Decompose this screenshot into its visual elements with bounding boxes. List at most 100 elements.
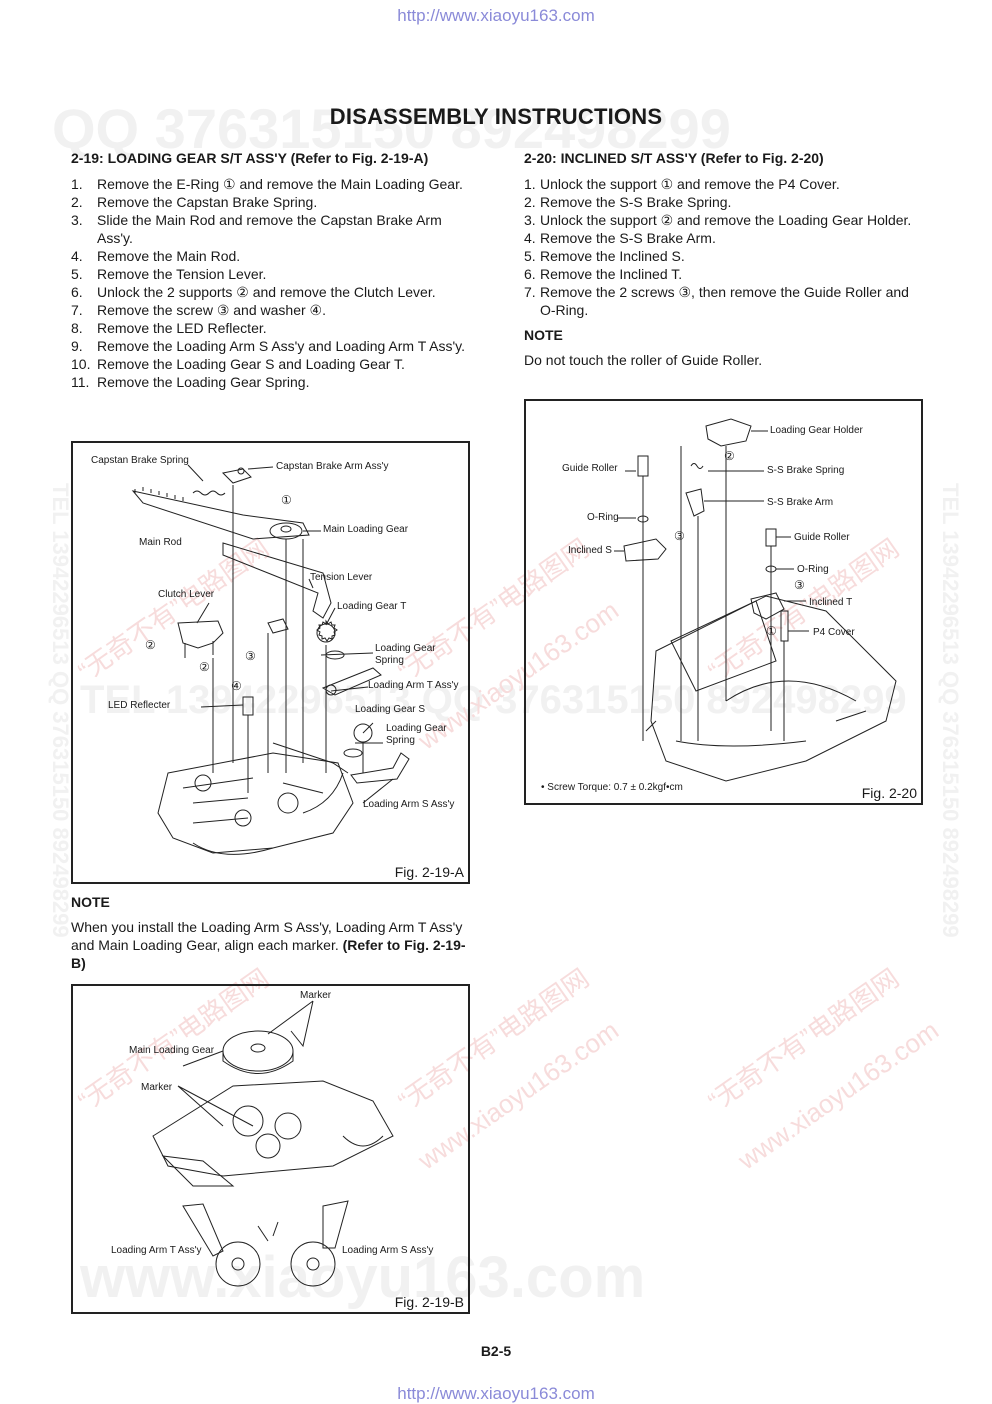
steps-list: 1.Unlock the support ① and remove the P4…: [524, 175, 924, 319]
step-item: 1.Unlock the support ① and remove the P4…: [524, 175, 924, 193]
watermark-qq-top: QQ 376315150 892498299: [52, 97, 731, 160]
label-loading-gear-spring-1: Loading Gear Spring: [375, 643, 436, 666]
label-loading-arm-t: Loading Arm T Ass'y: [368, 680, 459, 691]
callout-3b: ③: [794, 578, 805, 592]
label-inclined-t: Inclined T: [809, 597, 853, 608]
step-item: 1.Remove the E-Ring ① and remove the Mai…: [71, 175, 471, 193]
label-clutch-lever: Clutch Lever: [158, 589, 215, 600]
footer-url[interactable]: http://www.xiaoyu163.com: [397, 1384, 595, 1403]
callout-1: ①: [281, 493, 292, 507]
label-main-rod: Main Rod: [139, 537, 182, 548]
label-marker-top: Marker: [300, 990, 332, 1001]
header-url[interactable]: http://www.xiaoyu163.com: [397, 6, 595, 25]
label-loading-gear-t: Loading Gear T: [337, 601, 407, 612]
figure-caption: Fig. 2-20: [861, 785, 917, 801]
step-number: 4.: [524, 230, 536, 246]
screw-torque-note: • Screw Torque: 0.7 ± 0.2kgf•cm: [541, 782, 683, 793]
step-number: 9.: [71, 338, 83, 354]
step-item: 3.Unlock the support ② and remove the Lo…: [524, 211, 924, 229]
watermark-www-bottom: www.xiaoyu163.com: [80, 1245, 646, 1310]
step-number: 5.: [524, 248, 536, 264]
label-ss-brake-arm: S-S Brake Arm: [767, 497, 834, 508]
step-text: Remove the Tension Lever.: [97, 266, 267, 282]
figure-caption: Fig. 2-19-A: [394, 864, 464, 880]
callout-4: ④: [231, 679, 242, 693]
step-item: 8. Remove the LED Reflecter.: [71, 319, 471, 337]
label-ss-brake-spring: S-S Brake Spring: [767, 465, 845, 476]
step-item: 11. Remove the Loading Gear Spring.: [71, 373, 471, 391]
step-item: 2. Remove the Capstan Brake Spring.: [71, 193, 471, 211]
step-text: Remove the E-Ring ① and remove the Main …: [97, 176, 463, 192]
step-text: Slide the Main Rod and remove the Capsta…: [97, 212, 442, 246]
section-2-19: 2-19: LOADING GEAR S/T ASS'Y (Refer to F…: [71, 150, 471, 391]
note-heading: NOTE: [71, 894, 110, 910]
step-number: 2.: [524, 194, 536, 210]
label-o-ring-2: O-Ring: [797, 564, 829, 575]
step-text: Unlock the support ② and remove the Load…: [540, 212, 912, 228]
label-loading-arm-s: Loading Arm S Ass'y: [342, 1245, 434, 1256]
figure-2-19-a-drawing: [131, 464, 410, 855]
step-text: Remove the Inclined T.: [540, 266, 683, 282]
figure-2-20-drawing: [614, 418, 897, 782]
section-heading: 2-19: LOADING GEAR S/T ASS'Y (Refer to F…: [71, 150, 429, 166]
step-item: 6.Unlock the 2 supports ② and remove the…: [71, 283, 471, 301]
label-loading-gear-s: Loading Gear S: [355, 704, 426, 715]
figure-2-19-b-drawing: [152, 1000, 394, 1287]
step-item: 7.Remove the 2 screws ③, then remove the…: [524, 283, 924, 319]
figure-2-20: Loading Gear Holder ② Guide Roller S-S B…: [524, 399, 923, 805]
step-text: Remove the Capstan Brake Spring.: [97, 194, 318, 210]
step-item: 10. Remove the Loading Gear S and Loading…: [71, 355, 471, 373]
step-text: Remove the S-S Brake Spring.: [540, 194, 732, 210]
figure-caption: Fig. 2-19-B: [394, 1294, 464, 1310]
label-p4-cover: P4 Cover: [813, 627, 855, 638]
label-tension-lever: Tension Lever: [310, 572, 373, 583]
step-number: 6.: [524, 266, 536, 282]
step-number: 11.: [71, 374, 90, 390]
callout-1: ①: [766, 624, 777, 638]
step-text: Remove the 2 screws ③, then remove the G…: [540, 284, 909, 318]
section-heading: 2-20: INCLINED S/T ASS'Y (Refer to Fig. …: [524, 150, 824, 166]
label-capstan-brake-arm: Capstan Brake Arm Ass'y: [276, 461, 389, 472]
step-item: 4.Remove the Main Rod.: [71, 247, 471, 265]
step-number: 10.: [71, 356, 91, 372]
step-text: Remove the S-S Brake Arm.: [540, 230, 716, 246]
step-item: 5.Remove the Inclined S.: [524, 247, 924, 265]
step-item: 7. Remove the screw ③ and washer ④.: [71, 301, 471, 319]
label-capstan-brake-spring: Capstan Brake Spring: [91, 455, 189, 466]
step-number: 1.: [524, 176, 536, 192]
note-body: When you install the Loading Arm S Ass'y…: [71, 919, 463, 953]
note-left: NOTE When you install the Loading Arm S …: [71, 894, 466, 972]
step-item: 6.Remove the Inclined T.: [524, 265, 924, 283]
watermark-tel-mid: TEL 13942296513 QQ 376315150 892498299: [80, 678, 907, 722]
step-number: 7.: [71, 302, 83, 318]
callout-3: ③: [245, 649, 256, 663]
label-loading-gear-spring-2: Loading Gear Spring: [386, 723, 447, 746]
step-text: Remove the Loading Gear S and Loading Ge…: [97, 356, 405, 372]
step-number: 2.: [71, 194, 83, 210]
callout-2a: ②: [145, 638, 156, 652]
figure-2-19-b: Marker Main Loading Gear Marker Loading …: [71, 984, 470, 1314]
figure-2-19-a: Capstan Brake Spring Capstan Brake Arm A…: [71, 441, 470, 884]
steps-list: 1.Remove the E-Ring ① and remove the Mai…: [71, 175, 471, 391]
step-number: 4.: [71, 248, 83, 264]
step-item: 4.Remove the S-S Brake Arm.: [524, 229, 924, 247]
step-text: Remove the LED Reflecter.: [97, 320, 267, 336]
section-2-20: 2-20: INCLINED S/T ASS'Y (Refer to Fig. …: [524, 150, 924, 369]
step-item: 9.Remove the Loading Arm S Ass'y and Loa…: [71, 337, 471, 355]
label-marker: Marker: [141, 1082, 173, 1093]
label-loading-arm-t: Loading Arm T Ass'y: [111, 1245, 202, 1256]
step-text: Remove the Loading Gear Spring.: [97, 374, 310, 390]
label-main-loading-gear: Main Loading Gear: [323, 524, 409, 535]
callout-3a: ③: [674, 529, 685, 543]
step-number: 8.: [71, 320, 83, 336]
step-text: Remove the screw ③ and washer ④.: [97, 302, 326, 318]
label-main-loading-gear: Main Loading Gear: [129, 1045, 215, 1056]
label-o-ring-1: O-Ring: [587, 512, 619, 523]
note-ref: (Refer to Fig. 2-19-B): [71, 937, 466, 971]
note-text: Do not touch the roller of Guide Roller.: [524, 352, 763, 368]
watermark-cn-6: “无奇不有”电路图网: [702, 962, 905, 1117]
label-led-reflecter: LED Reflecter: [108, 700, 171, 711]
step-number: 3.: [524, 212, 536, 228]
step-item: 5.Remove the Tension Lever.: [71, 265, 471, 283]
page-number: B2-5: [480, 1343, 512, 1359]
